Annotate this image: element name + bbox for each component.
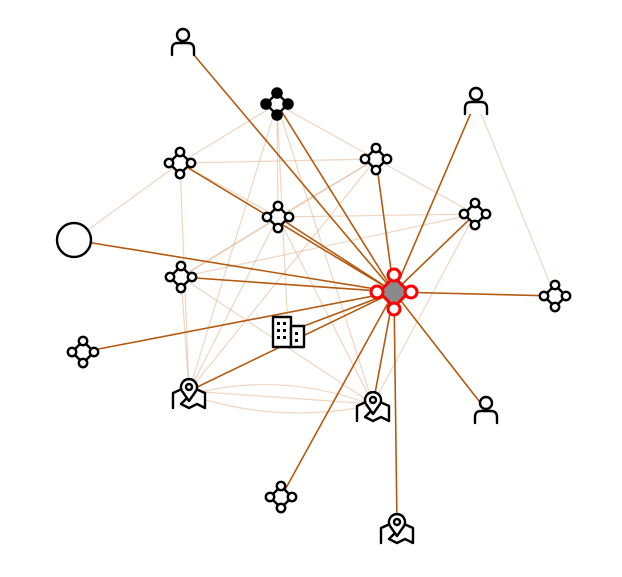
strong-edge <box>180 276 395 293</box>
faint-edge <box>277 216 374 405</box>
node-circle[interactable] <box>55 221 93 259</box>
strong-edge <box>276 103 395 293</box>
cluster-icon <box>66 335 100 369</box>
map-pin-icon <box>379 512 415 545</box>
map-pin-icon <box>171 377 207 410</box>
strong-edge <box>277 216 395 293</box>
cluster-icon <box>163 146 197 180</box>
node-c-leftmid[interactable] <box>164 260 198 294</box>
strong-edge <box>393 291 556 297</box>
faint-edge <box>180 216 279 278</box>
cluster-icon <box>359 142 393 176</box>
node-p-right[interactable] <box>463 86 489 116</box>
node-c-farleft[interactable] <box>66 335 100 369</box>
cluster-icon <box>264 480 298 514</box>
strong-edge <box>393 291 398 527</box>
faint-edge <box>179 103 278 164</box>
node-c-farright[interactable] <box>538 279 572 313</box>
faint-edge <box>188 158 377 392</box>
node-c-midtop[interactable] <box>359 142 393 176</box>
node-map-left[interactable] <box>171 377 207 410</box>
strong-edge <box>393 213 476 293</box>
node-map-bottom[interactable] <box>379 512 415 545</box>
faint-edge <box>188 103 278 392</box>
person-icon <box>170 27 196 57</box>
faint-edge <box>188 216 279 392</box>
node-c-bottom[interactable] <box>264 480 298 514</box>
graph-nodes <box>55 27 572 545</box>
faint-edge <box>73 162 181 241</box>
faint-edge <box>277 213 476 218</box>
node-building[interactable] <box>271 315 306 349</box>
faint-edge <box>188 390 374 405</box>
node-c-left[interactable] <box>163 146 197 180</box>
person-icon <box>463 86 489 116</box>
strong-edge <box>280 291 395 498</box>
faint-edge <box>180 213 476 278</box>
cluster-icon <box>369 267 419 317</box>
node-c-filled[interactable] <box>260 87 294 121</box>
strong-edge <box>182 41 395 293</box>
faint-edge <box>372 213 476 405</box>
node-p-top[interactable] <box>170 27 196 57</box>
faint-edge <box>180 276 190 392</box>
faint-edge <box>276 103 377 160</box>
circle-icon <box>55 221 93 259</box>
faint-edge <box>276 103 279 218</box>
faint-edge <box>179 158 377 164</box>
node-hub[interactable] <box>369 267 419 317</box>
strong-edges <box>73 41 556 527</box>
strong-edge <box>73 239 395 293</box>
faint-edge <box>475 100 556 297</box>
faint-edges <box>73 100 556 405</box>
cluster-filled-icon <box>260 87 294 121</box>
cluster-icon <box>164 260 198 294</box>
faint-edge <box>375 158 476 215</box>
strong-edge <box>82 291 395 353</box>
strong-edge <box>393 291 487 411</box>
faint-edge-curve <box>188 394 373 414</box>
faint-edge-curve <box>188 383 373 406</box>
faint-edge <box>277 158 377 218</box>
cluster-icon <box>538 279 572 313</box>
strong-edge <box>179 162 395 293</box>
building-icon <box>271 315 306 349</box>
strong-edge <box>393 100 477 293</box>
faint-edge <box>276 103 374 405</box>
